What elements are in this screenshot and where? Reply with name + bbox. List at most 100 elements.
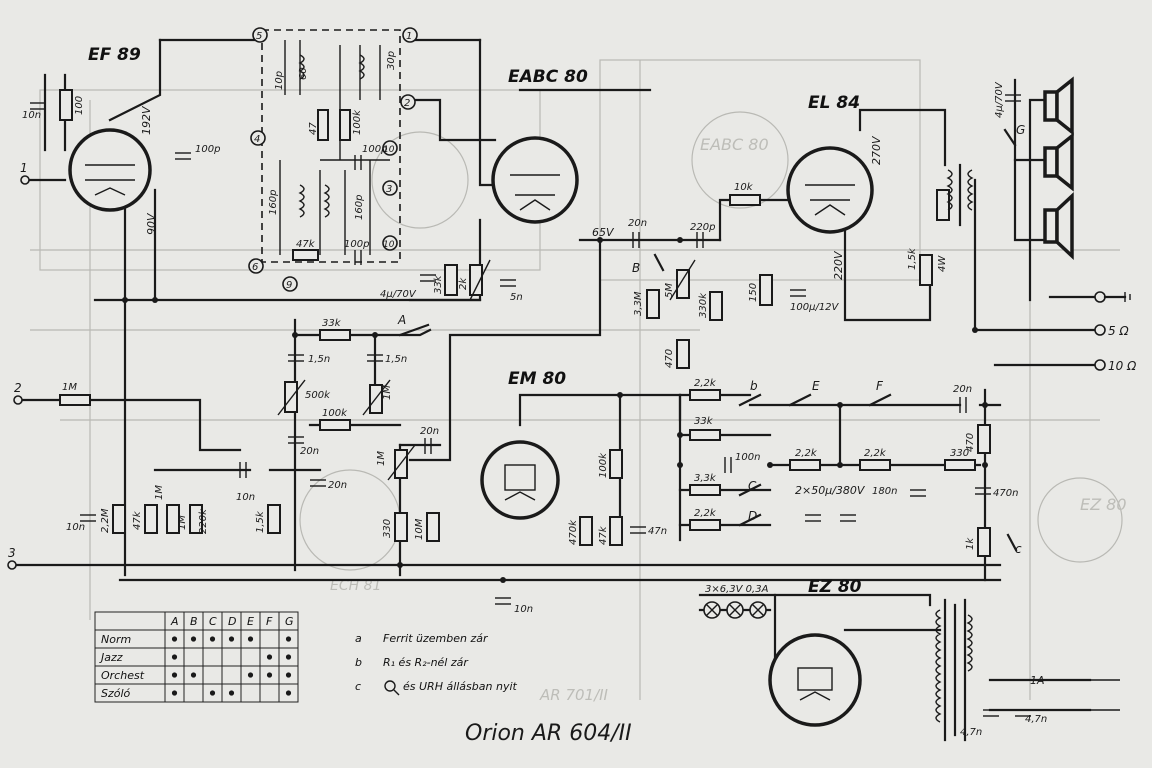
table-mark-dot <box>247 672 254 678</box>
output-10ohm: 10 Ω <box>1108 359 1137 373</box>
table-header-cell: D <box>228 615 236 628</box>
ghost-label-ez: EZ 80 <box>1080 495 1127 514</box>
label-ez80: EZ 80 <box>808 577 862 597</box>
val-r100k-if: 100k <box>352 109 363 135</box>
table-mark-dot <box>209 690 216 696</box>
val-r220k: 220k <box>198 508 209 534</box>
table-header-cell: E <box>247 615 254 628</box>
val-r2k: 2k <box>458 277 469 290</box>
legend-text-a: Ferrit üzemben zár <box>383 632 489 645</box>
capacitors <box>30 94 1031 717</box>
switches <box>398 128 1018 552</box>
voltage-380v: 2×50µ/380V <box>795 484 866 497</box>
if-transformer-can <box>261 29 401 263</box>
table-mark-dot <box>171 690 178 696</box>
mains-transformer <box>935 603 973 737</box>
ghost-label-eabc: EABC 80 <box>700 135 769 154</box>
switch-F: F <box>876 379 884 393</box>
val-r330k: 330k <box>698 292 709 318</box>
val-r22k-c: 2,2k <box>795 448 818 459</box>
switch-C: C <box>748 479 757 493</box>
val-r33k-b: 33k <box>322 318 342 329</box>
val-r470: 470 <box>664 349 675 368</box>
tube-em80 <box>480 440 560 520</box>
output-labels: 5 Ω 10 Ω <box>1108 324 1137 373</box>
val-r22m: 2,2M <box>100 508 111 533</box>
label-em80: EM 80 <box>508 369 566 389</box>
table-mark-dot <box>266 654 273 660</box>
val-r10k: 10k <box>734 182 754 193</box>
val-c5n: 5n <box>510 292 523 303</box>
val-c47n-m: 47n <box>648 526 667 537</box>
input-labels: 1 2 3 <box>8 161 28 560</box>
val-c160p-a: 160p <box>268 190 279 215</box>
switch-E: E <box>812 379 820 393</box>
val-c47n-b: 4,7n <box>1025 714 1047 725</box>
val-r47k-a: 47k <box>132 510 143 530</box>
tube-eabc80 <box>491 136 579 224</box>
table-mark-dot <box>266 672 273 678</box>
table-mark-dot <box>285 654 292 660</box>
val-r330-b: 330 <box>950 448 969 459</box>
val-r33k-c: 33k <box>694 416 714 427</box>
switch-D: D <box>748 509 757 523</box>
val-c10p: 10p <box>274 71 285 90</box>
label-el84: EL 84 <box>808 93 860 113</box>
ghost-label-ech: ECH 81 <box>330 578 381 594</box>
val-r100-ef: 100 <box>74 96 85 115</box>
legend-key-b: b <box>355 656 362 669</box>
val-c470n: 470n <box>993 488 1018 499</box>
val-c20n-e: 20n <box>953 384 972 395</box>
table-mark-dot <box>285 636 292 642</box>
output-5ohm: 5 Ω <box>1108 324 1129 338</box>
val-r470k: 470k <box>568 519 579 545</box>
legend-text-b: R₁ és R₂-nél zár <box>383 656 469 669</box>
legend-key-a: a <box>355 632 362 645</box>
val-c15n-a: 1,5n <box>308 354 330 365</box>
val-r1m-b: 1M <box>177 515 188 530</box>
legend-key-c: c <box>355 680 361 693</box>
val-r22k-d: 2,2k <box>864 448 887 459</box>
val-c4u: 4µ/70V <box>380 289 417 300</box>
table-header-cell: B <box>190 615 198 628</box>
val-r47k-if: 47k <box>296 239 316 250</box>
tube-ez80 <box>768 633 862 727</box>
component-values: 100 10n 100p 10p 60 47 100k 30p 100p 160… <box>22 51 1047 738</box>
val-r33k-d: 3,3k <box>694 473 717 484</box>
coil-number-markers: 5 1 2 4 10 3 10 6 9 <box>248 27 418 292</box>
voltage-90v: 90V <box>145 212 158 235</box>
coil-num-3: 3 <box>386 184 392 195</box>
val-r1k: 1k <box>965 537 976 550</box>
tube-ef89 <box>68 128 152 212</box>
val-c10n-ef: 10n <box>22 110 41 121</box>
label-ef89: EF 89 <box>88 45 141 65</box>
voltage-220v: 220V <box>832 250 845 280</box>
val-r470-b: 470 <box>965 433 976 452</box>
val-c15n-b: 1,5n <box>385 354 407 365</box>
val-c47n-a: 4,7n <box>960 727 982 738</box>
table-mark-dot <box>190 672 197 678</box>
table-mark-dot <box>190 636 197 642</box>
voltage-labels: 192V 90V 270V 65V 220V 2×50µ/380V 1A <box>140 105 1045 687</box>
val-c20n-a: 20n <box>628 218 647 229</box>
coil-num-9: 9 <box>286 280 292 291</box>
ghost-label-model: AR 701/II <box>539 686 609 704</box>
speakers <box>1043 76 1074 261</box>
legend: a Ferrit üzemben zár b R₁ és R₂-nél zár … <box>355 632 518 696</box>
val-c100n: 100n <box>735 452 760 463</box>
table-row-label: Orchest <box>101 669 145 682</box>
val-c20n-d: 20n <box>328 480 347 491</box>
val-c220p: 220p <box>690 222 715 233</box>
switch-A: A <box>397 313 406 327</box>
table-mark-dot <box>285 672 292 678</box>
val-r100k-m: 100k <box>598 452 609 478</box>
table-header-cell: G <box>285 615 294 628</box>
legend-text-c: és URH állásban nyit <box>403 680 518 693</box>
val-r60: 60 <box>298 67 309 80</box>
resistors <box>59 89 991 557</box>
val-r4w: 4W <box>937 255 948 272</box>
coil-num-10a: 10 <box>383 145 395 155</box>
val-c10n-m: 10n <box>236 492 255 503</box>
val-lamps: 3×6,3V 0,3A <box>705 584 769 595</box>
